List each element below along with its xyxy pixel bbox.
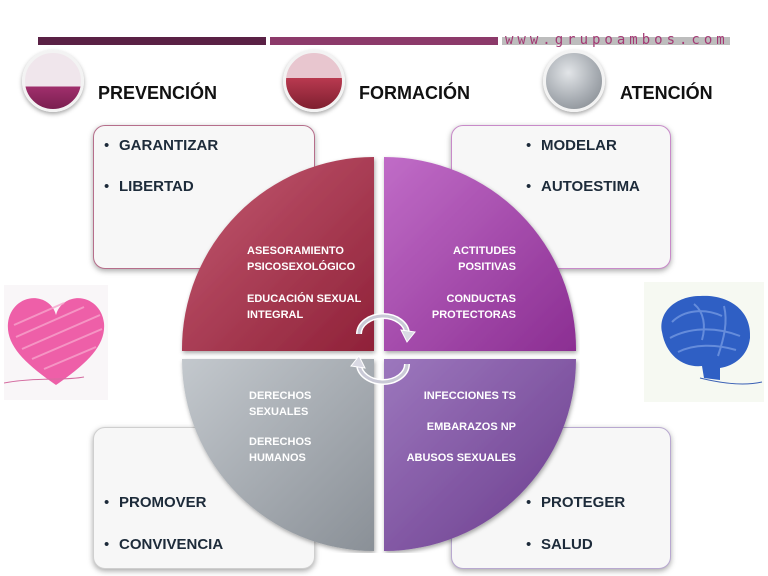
quadrant-line: INTEGRAL — [247, 309, 304, 321]
cycle-arrows-icon — [350, 313, 416, 385]
quadrant-top-right-text: ACTITUDES POSITIVAS CONDUCTAS PROTECTORA… — [420, 243, 516, 323]
quadrant-line: DERECHOS — [249, 436, 312, 448]
red-liquid-bubble-icon — [283, 50, 345, 112]
card-item: GARANTIZAR — [104, 137, 218, 154]
website-url[interactable]: www.grupoambos.com — [505, 32, 729, 48]
quadrant-top-left — [181, 157, 374, 351]
quadrant-line: EDUCACIÓN SEXUAL — [247, 293, 362, 305]
card-item: AUTOESTIMA — [526, 178, 640, 195]
header-bar-left — [38, 37, 266, 45]
quadrant-bottom-right — [384, 359, 576, 551]
crimson-liquid-bubble-icon — [22, 50, 84, 112]
header-bar-middle — [270, 37, 498, 45]
card-item: PROTEGER — [526, 494, 625, 511]
gray-sphere-bubble-icon — [543, 50, 605, 112]
heading-atencion: ATENCIÓN — [620, 83, 713, 103]
quadrant-line: PSICOSEXOLÓGICO — [247, 261, 356, 273]
card-item: LIBERTAD — [104, 178, 194, 195]
pink-heart-icon — [4, 285, 108, 400]
heading-formacion: FORMACIÓN — [359, 83, 470, 103]
header-bar-right — [502, 37, 730, 45]
quadrant-line: POSITIVAS — [458, 261, 516, 273]
quadrant-line: PROTECTORAS — [431, 309, 516, 321]
quadrant-line: CONDUCTAS — [446, 293, 516, 305]
heading-prevencion: PREVENCIÓN — [98, 83, 218, 103]
quadrant-top-left-text: ASESORAMIENTO PSICOSEXOLÓGICO EDUCACIÓN … — [247, 243, 361, 323]
quadrant-line: HUMANOS — [249, 452, 306, 464]
quadrant-line: EMBARAZOS NP — [426, 421, 516, 433]
quadrant-line: ABUSOS SEXUALES — [406, 452, 516, 464]
card-item: PROMOVER — [104, 494, 206, 511]
quadrant-bottom-left-text: DERECHOS SEXUALES DERECHOS HUMANOS — [249, 388, 311, 466]
card-item: MODELAR — [526, 137, 617, 154]
central-circle — [181, 157, 577, 551]
quadrant-line: ASESORAMIENTO — [247, 245, 344, 257]
quadrant-top-right — [384, 157, 577, 351]
quadrant-line: DERECHOS — [249, 390, 312, 402]
quadrant-line: ACTITUDES — [453, 245, 516, 257]
card-item: CONVIVENCIA — [104, 536, 223, 553]
quadrant-line: INFECCIONES TS — [423, 390, 516, 402]
quadrant-bottom-left — [182, 359, 374, 551]
quadrant-bottom-right-text: INFECCIONES TS EMBARAZOS NP ABUSOS SEXUA… — [400, 388, 516, 466]
blue-brain-icon — [644, 282, 764, 402]
quadrant-line: SEXUALES — [249, 406, 309, 418]
card-item: SALUD — [526, 536, 593, 553]
